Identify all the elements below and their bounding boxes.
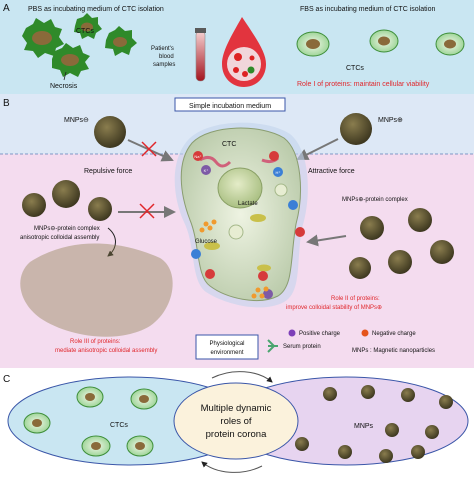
center-text-3: protein corona <box>206 429 267 440</box>
legend: Positive charge Negative charge Serum pr… <box>267 329 435 354</box>
endoplasmic-reticulum <box>199 155 232 168</box>
physiological-box <box>195 334 259 360</box>
legend-mnps-label: MNPs : Magnetic nanoparticles <box>352 348 435 354</box>
panel-a-letter: A <box>3 3 10 14</box>
pos-complex-arrow <box>306 234 347 247</box>
necrosis-pointer <box>63 71 67 81</box>
negative-charge-icon <box>361 329 369 337</box>
mitochondrion <box>257 264 271 272</box>
role-3-line-2: mediate anisotropic colloidal assembly <box>55 348 157 354</box>
necrosis-label: Necrosis <box>50 83 78 90</box>
neg-assembly-label: anisotropic colloidal assembly <box>20 235 99 241</box>
center-ellipse <box>173 382 299 460</box>
ctcs-label-right: CTCs <box>346 65 364 72</box>
nucleus <box>217 167 263 209</box>
blood-tube <box>195 28 206 82</box>
blood-drop <box>222 17 266 87</box>
necrotic-cell <box>22 18 64 58</box>
repulsive-cross <box>141 141 157 157</box>
panel-c-mnps <box>295 385 453 463</box>
panel-a: A PBS as incubating medium of CTC isolat… <box>0 0 474 94</box>
blood-label-1: Patient's <box>151 46 174 52</box>
mnp-pos-protein-complex <box>349 208 454 279</box>
pos-complex-label: MNPs⊕-protein complex <box>342 197 408 203</box>
neg-complex-cross <box>139 203 155 219</box>
role-1-text: Role I of proteins: maintain cellular vi… <box>297 81 430 88</box>
mnp-neg-protein-complex <box>22 180 112 221</box>
legend-positive-label: Positive charge <box>299 331 341 337</box>
live-cell <box>296 31 330 57</box>
ion-k-label: K⁺ <box>204 168 209 173</box>
ion-h-label: H⁺ <box>276 170 281 175</box>
center-text-2: roles of <box>220 416 252 427</box>
panel-b: B Simple incubation medium MNPs⊖ MNPs⊕ R… <box>0 94 474 368</box>
repulsive-label: Repulsive force <box>84 168 132 175</box>
glucose-molecules <box>199 219 217 233</box>
panel-c-mnps-label: MNPs <box>354 423 374 430</box>
ion-transporters: Na⁺ K⁺ H⁺ <box>191 151 305 299</box>
positive-charge-icon <box>288 329 296 337</box>
medium-box-label: Simple incubation medium <box>189 103 271 110</box>
attractive-arrow <box>296 138 339 160</box>
live-cell <box>435 32 465 56</box>
vesicle <box>228 224 244 240</box>
role-3-line-1: Role III of proteins: <box>70 339 121 345</box>
role-2-line-2: improve colloidal stability of MNPs⊕ <box>286 305 382 311</box>
mnps-pos-label: MNPs⊕ <box>378 117 403 124</box>
mitochondrion <box>250 214 266 222</box>
assembly-arrow <box>107 227 116 257</box>
physiological-label-1: Physiological <box>209 341 244 347</box>
ion-na-label: Na⁺ <box>194 154 201 159</box>
center-text-1: Multiple dynamic <box>201 403 272 414</box>
legend-negative-label: Negative charge <box>372 331 416 337</box>
mitochondrion <box>204 242 220 250</box>
neg-complex-label: MNPs⊖-protein complex <box>34 226 100 232</box>
mnp-neg-particle <box>94 116 126 148</box>
legend-serum-label: Serum protein <box>283 344 321 350</box>
necrotic-cell <box>52 43 90 77</box>
ctc-label: CTC <box>222 141 236 148</box>
medium-box <box>174 97 286 112</box>
blood-label-3: samples <box>153 62 175 68</box>
anisotropic-assembly <box>20 243 173 337</box>
mnp-pos-particle <box>340 113 372 145</box>
cycle-arrow-bottom <box>201 461 263 473</box>
physiological-label-2: environment <box>210 350 243 356</box>
panel-c: C Multiple dynamic roles of protein coro… <box>0 368 474 480</box>
blood-label-2: blood <box>159 54 174 60</box>
vesicle <box>274 183 288 197</box>
glucose-label: Glucose <box>195 239 218 245</box>
lactate-molecules <box>251 286 269 299</box>
ctcs-label-left: CTCs <box>76 28 94 35</box>
mnps-neg-label: MNPs⊖ <box>64 117 89 124</box>
panel-c-ctc-cells <box>23 386 158 457</box>
role-2-line-1: Role II of proteins: <box>331 296 380 302</box>
panel-b-letter: B <box>3 98 10 109</box>
necrotic-cell <box>74 13 102 39</box>
pbs-title: PBS as incubating medium of CTC isolatio… <box>28 6 164 13</box>
attractive-label: Attractive force <box>308 168 355 175</box>
panel-c-ctcs-label: CTCs <box>110 422 128 429</box>
cycle-arrow-top <box>211 371 273 383</box>
serum-protein-icon <box>267 339 278 353</box>
fbs-title: FBS as incubating medium of CTC isolatio… <box>300 6 435 13</box>
lactate-label: Lactate <box>238 201 258 207</box>
panel-c-letter: C <box>3 374 10 385</box>
live-cell <box>369 29 399 53</box>
necrotic-cell <box>105 26 137 56</box>
